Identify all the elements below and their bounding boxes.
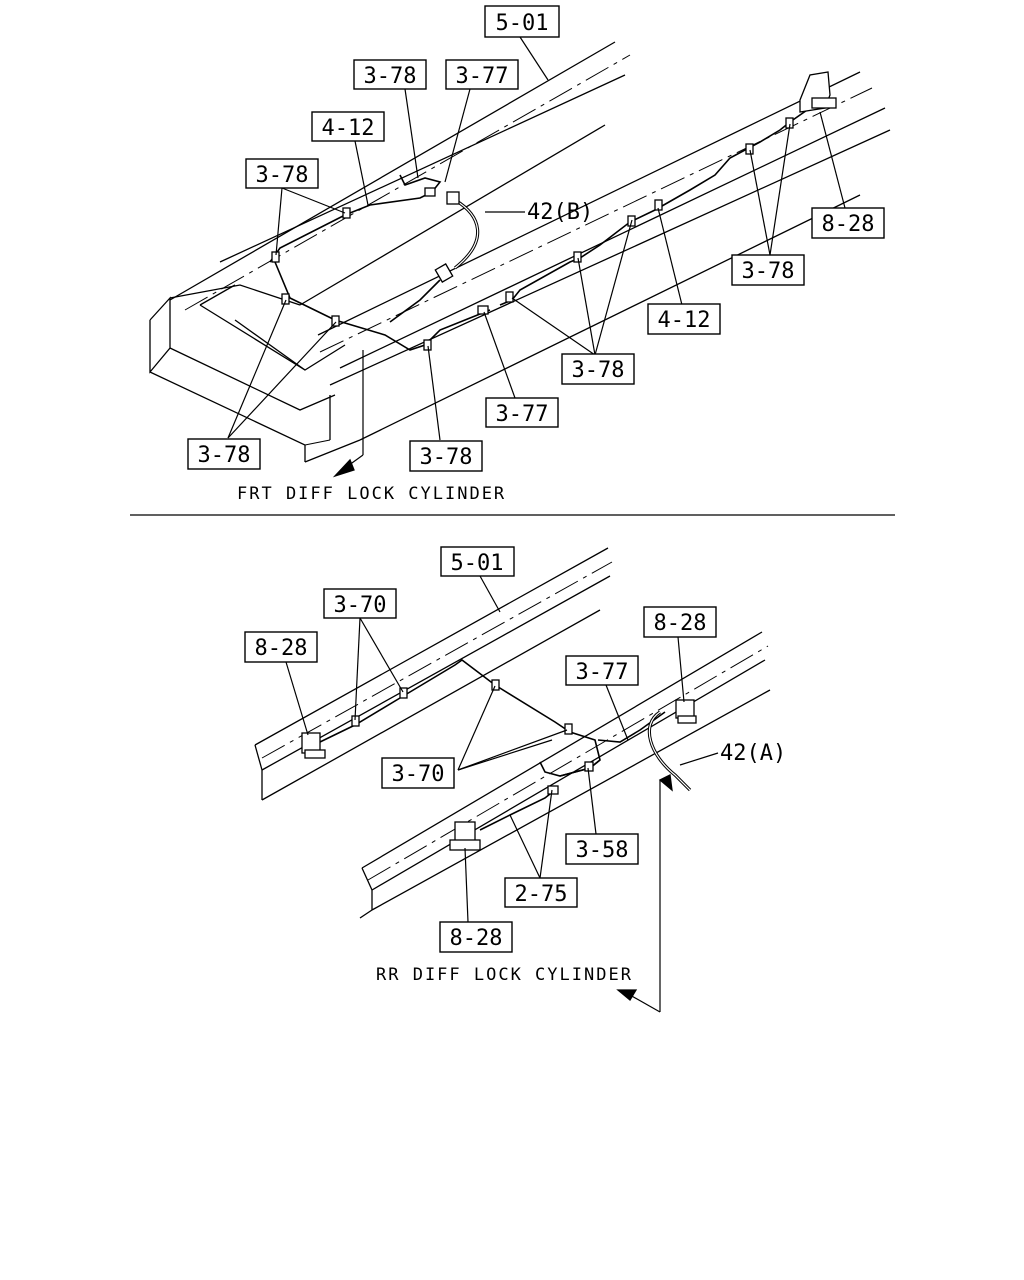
valve-8-28-left: [301, 732, 326, 759]
callout-2-75: 2-75: [504, 877, 578, 908]
callout-42a: 42(A): [720, 741, 786, 766]
callout-label: 8-28: [654, 611, 707, 636]
callout-label: 3-70: [334, 593, 387, 618]
leader-lines-bottom: [285, 575, 719, 1013]
callout-5-01-bottom: 5-01: [440, 546, 515, 577]
callout-label: 3-58: [576, 838, 629, 863]
callout-label: 42(A): [720, 741, 786, 766]
callout-label: 3-70: [392, 762, 445, 787]
callout-42b: 42(B): [527, 200, 593, 225]
bottom-view: 5-01 3-70 8-28 8-28 3-77 42(A) 3-70 3-58: [244, 546, 786, 1013]
callout-label: 3-78: [198, 443, 251, 468]
callout-3-78-d: 3-78: [561, 353, 635, 385]
callout-label: 3-78: [742, 259, 795, 284]
callout-8-28-top: 8-28: [811, 207, 885, 239]
callout-8-28-left: 8-28: [244, 631, 318, 663]
callout-label: 2-75: [515, 882, 568, 907]
frame-rail-bottom: [254, 547, 771, 919]
callout-label: 3-78: [256, 163, 309, 188]
callout-3-70-b: 3-70: [381, 757, 455, 789]
callout-5-01-top: 5-01: [484, 5, 560, 38]
callout-3-58: 3-58: [565, 833, 639, 865]
callout-8-28-right: 8-28: [643, 606, 717, 638]
callout-label: 8-28: [822, 212, 875, 237]
callout-3-78-b: 3-78: [245, 158, 319, 189]
callout-3-78-e: 3-78: [187, 438, 261, 470]
callout-3-77-a: 3-77: [445, 59, 519, 90]
callout-label: 3-77: [456, 64, 509, 89]
callout-label: 3-77: [496, 402, 549, 427]
callout-label: 4-12: [658, 308, 711, 333]
hose-42b: [434, 191, 480, 283]
callout-label: 42(B): [527, 200, 593, 225]
callout-8-28-bottom: 8-28: [439, 921, 513, 953]
callout-label: 3-78: [420, 445, 473, 470]
frame-rail-top: [149, 41, 891, 463]
brake-pipe-run: [269, 107, 811, 351]
callout-label: 3-78: [572, 358, 625, 383]
pipe-clips-top: [271, 117, 794, 351]
callout-3-78-f: 3-78: [409, 440, 483, 472]
pipe-clips-bottom: [351, 679, 594, 795]
callout-3-78-c: 3-78: [731, 254, 805, 286]
valve-8-28-right: [675, 699, 697, 724]
callout-3-70-a: 3-70: [323, 588, 397, 619]
caption-rr-diff-lock: RR DIFF LOCK CYLINDER: [376, 965, 633, 985]
callout-label: 5-01: [451, 551, 504, 576]
callout-label: 8-28: [255, 636, 308, 661]
callout-label: 4-12: [322, 116, 375, 141]
callout-3-78-a: 3-78: [353, 59, 427, 90]
valve-8-28-bottom: [449, 821, 481, 851]
top-view: 5-01 3-78 3-77 4-12 3-78 42(B) 8-28 3-78: [149, 5, 891, 504]
callout-3-77-b: 3-77: [485, 397, 559, 428]
valve-8-28-top: [799, 71, 837, 113]
callout-label: 3-77: [576, 660, 629, 685]
callout-4-12-b: 4-12: [647, 303, 721, 335]
callout-3-77-bottom: 3-77: [565, 655, 639, 686]
caption-frt-diff-lock: FRT DIFF LOCK CYLINDER: [237, 484, 506, 504]
callout-label: 8-28: [450, 926, 503, 951]
hose-42a: [647, 710, 692, 792]
callout-label: 3-78: [364, 64, 417, 89]
leader-lines-top: [227, 36, 846, 478]
callout-4-12-a: 4-12: [311, 111, 385, 142]
callout-label: 5-01: [496, 11, 549, 36]
